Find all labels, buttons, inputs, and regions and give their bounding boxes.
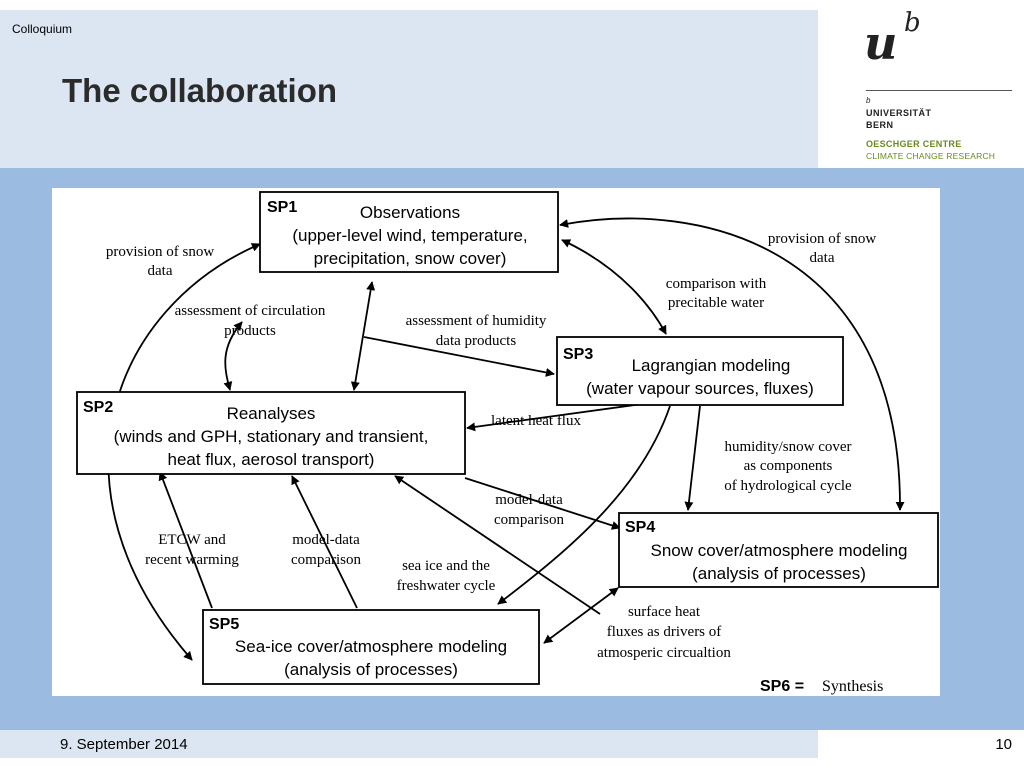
node-sp5-line1: Sea-ice cover/atmosphere modeling xyxy=(235,637,507,656)
diagram-canvas: SP1 Observations (upper-level wind, temp… xyxy=(76,191,939,695)
footer-bar-right xyxy=(818,730,1024,758)
label-circulation-2: products xyxy=(224,323,276,339)
synthesis-id: SP6 = xyxy=(760,678,804,695)
footer-date: 9. September 2014 xyxy=(60,736,188,753)
arrow-sp1-sp3-comparison xyxy=(561,239,667,335)
label-hydro-1: humidity/snow cover xyxy=(724,439,851,455)
label-circulation-1: assessment of circulation xyxy=(175,303,326,319)
arrow-sp5-sp2-etcw xyxy=(158,471,213,609)
arrow-sp3-sp5-seaice xyxy=(497,405,671,605)
footer-bar xyxy=(0,730,818,758)
node-sp3-box xyxy=(556,336,844,406)
node-sp4-line1: Snow cover/atmosphere modeling xyxy=(650,541,907,560)
logo-city: BERN xyxy=(866,120,894,130)
logo-research: CLIMATE CHANGE RESEARCH xyxy=(866,151,996,161)
label-model-data-right-1: model-data xyxy=(495,492,563,508)
arrow-sp1-sp2-circulation xyxy=(223,321,243,391)
label-hydro-3: of hydrological cycle xyxy=(724,478,852,494)
node-sp5-line2: (analysis of processes) xyxy=(284,660,458,679)
label-snow-left-2: data xyxy=(148,263,173,279)
synthesis-text: Synthesis xyxy=(822,678,883,695)
node-sp2-box xyxy=(76,391,466,475)
label-surface-heat-2: fluxes as drivers of xyxy=(607,624,722,640)
page-number: 10 xyxy=(995,736,1012,753)
slide-title: The collaboration xyxy=(62,72,338,109)
label-snow-right-1: provision of snow xyxy=(768,231,877,247)
label-humidity-1: assessment of humidity xyxy=(406,313,547,329)
arrow-sp3-sp4-hydro xyxy=(684,405,701,511)
label-snow-right-2: data xyxy=(810,250,835,266)
label-sea-ice-2: freshwater cycle xyxy=(397,578,496,594)
node-sp1-line1: Observations xyxy=(360,203,460,222)
logo-small-b: b xyxy=(866,96,871,105)
node-sp1-line2: (upper-level wind, temperature, xyxy=(292,226,527,245)
logo-divider xyxy=(866,90,1012,91)
arrow-sp1-sp4-provision-snow xyxy=(559,217,905,511)
node-sp2-line1: Reanalyses xyxy=(227,404,316,423)
label-latent: latent heat flux xyxy=(491,413,581,429)
node-sp5-id: SP5 xyxy=(209,616,239,633)
logo-background xyxy=(818,0,1024,168)
node-sp2-line3: heat flux, aerosol transport) xyxy=(168,450,375,469)
label-precip-water-1: comparison with xyxy=(666,276,767,292)
label-humidity-2: data products xyxy=(436,333,517,349)
node-sp2-line2: (winds and GPH, stationary and transient… xyxy=(114,427,429,446)
arrow-sp3-sp2-latent xyxy=(466,403,643,432)
label-sea-ice-1: sea ice and the xyxy=(402,558,490,574)
arrow-sp5-sp2-model-data xyxy=(291,475,358,609)
node-sp3-line1: Lagrangian modeling xyxy=(632,356,791,375)
label-snow-left-1: provision of snow xyxy=(106,244,215,260)
node-sp4-box xyxy=(618,512,939,588)
header-background xyxy=(0,10,818,168)
university-logo: u b b UNIVERSITÄT BERN OESCHGER CENTRE C… xyxy=(864,10,1014,164)
arrow-sp2-sp4-model-data xyxy=(464,477,621,530)
node-sp5-box xyxy=(202,609,540,685)
label-precip-water-2: precitable water xyxy=(668,295,764,311)
logo-mark-u: u xyxy=(864,16,898,70)
logo-mark-b: b xyxy=(904,8,921,38)
logo-university: UNIVERSITÄT xyxy=(866,108,932,118)
label-hydro-2: as components xyxy=(744,458,833,474)
node-sp2-id: SP2 xyxy=(83,399,113,416)
label-model-data-left-1: model-data xyxy=(292,532,360,548)
node-sp4-id: SP4 xyxy=(625,519,655,536)
logo-centre: OESCHGER CENTRE xyxy=(866,139,962,149)
label-model-data-left-2: comparison xyxy=(291,552,361,568)
section-label: Colloquium xyxy=(12,22,73,36)
node-sp1-id: SP1 xyxy=(267,199,297,216)
arrow-sp4-sp5-surface-heat xyxy=(543,587,619,644)
node-sp3-line2: (water vapour sources, fluxes) xyxy=(586,379,814,398)
node-sp4-line2: (analysis of processes) xyxy=(692,564,866,583)
label-model-data-right-2: comparison xyxy=(494,512,564,528)
label-etcw-1: ETCW and xyxy=(158,532,226,548)
arrow-sp1-sp2-link xyxy=(350,281,376,391)
collaboration-diagram: SP1 Observations (upper-level wind, temp… xyxy=(52,188,940,696)
label-surface-heat-1: surface heat xyxy=(628,604,701,620)
label-etcw-2: recent warming xyxy=(145,552,239,568)
node-sp1-box xyxy=(259,191,559,273)
node-sp1-line3: precipitation, snow cover) xyxy=(314,249,507,268)
arrow-sp1-sp3-humidity xyxy=(363,336,555,377)
label-surface-heat-3: atmosperic circualtion xyxy=(597,645,731,661)
node-sp3-id: SP3 xyxy=(563,346,593,363)
